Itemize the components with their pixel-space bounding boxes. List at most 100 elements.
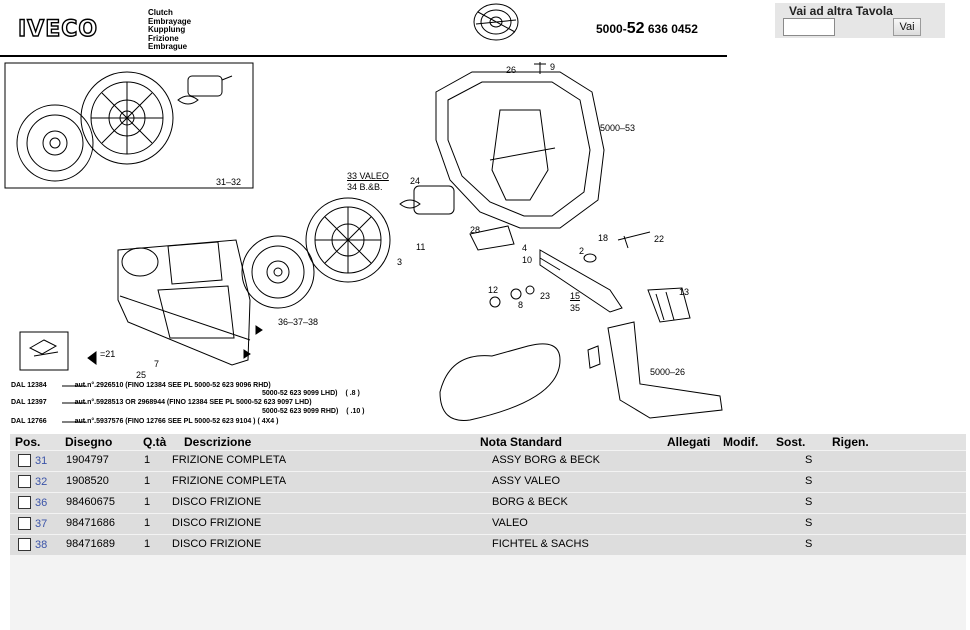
legend-icon xyxy=(28,339,59,357)
note-3-from: DAL 12766 xyxy=(11,418,47,425)
inset-pressure-plate-icon xyxy=(80,71,174,165)
cell-descrizione: FRIZIONE COMPLETA xyxy=(172,454,287,466)
cell-nota: BORG & BECK xyxy=(492,496,568,508)
cell-nota: VALEO xyxy=(492,517,528,529)
cell-descrizione: DISCO FRIZIONE xyxy=(172,517,262,529)
callout-36-37-38: 36–37–38 xyxy=(278,317,319,327)
callout-3: 3 xyxy=(397,257,403,267)
cell-pos-link[interactable]: 32 xyxy=(35,476,48,488)
callout-23: 23 xyxy=(540,291,551,301)
callout-15: 15 xyxy=(570,291,581,301)
note-1-sub: 5000-52 623 9099 LHD) ( .8 ) xyxy=(262,390,360,398)
code-suffix: 636 0452 xyxy=(647,22,698,36)
triangle-marker-icon xyxy=(87,351,97,365)
iveco-logo: IVECO xyxy=(17,16,99,42)
cell-disegno: 98471686 xyxy=(66,517,115,529)
row-select-checkbox[interactable] xyxy=(18,538,31,551)
parts-table: Pos. Disegno Q.tà Descrizione Nota Stand… xyxy=(10,434,966,630)
callout-13: 13 xyxy=(679,287,690,297)
note-2-sub: 5000-52 623 9099 RHD) ( .10 ) xyxy=(262,408,365,416)
inset-clutch-disc-icon xyxy=(16,104,94,182)
goto-table-title: Vai ad altra Tavola xyxy=(789,4,893,18)
cell-nota: ASSY VALEO xyxy=(492,475,561,487)
callout-22: 22 xyxy=(654,234,665,244)
col-sost: Sost. xyxy=(776,435,806,449)
lang-en: Clutch xyxy=(148,8,173,17)
part-23-icon xyxy=(525,285,535,295)
callout-4: 4 xyxy=(522,243,528,253)
note-1-from: DAL 12384 xyxy=(11,382,47,389)
callout-35: 35 xyxy=(570,303,581,313)
callout-8: 8 xyxy=(518,300,524,310)
cell-sost: S xyxy=(805,475,813,487)
callout-21: =21 xyxy=(100,349,116,359)
cell-pos-link[interactable]: 31 xyxy=(35,455,48,467)
callout-34: 34 B.&B. xyxy=(347,182,383,192)
cell-qta: 1 xyxy=(144,538,151,550)
row-select-checkbox[interactable] xyxy=(18,475,31,488)
cell-disegno: 98471689 xyxy=(66,538,115,550)
rod-22-icon xyxy=(617,231,651,249)
callout-24: 24 xyxy=(410,176,421,186)
note-2-from: DAL 12397 xyxy=(11,399,47,406)
cell-disegno: 1908520 xyxy=(66,475,109,487)
table-row: 38 98471689 1 DISCO FRIZIONE FICHTEL & SACHS… xyxy=(10,535,966,555)
cell-pos-link[interactable]: 36 xyxy=(35,497,48,509)
cover-plate-icon xyxy=(117,239,251,366)
col-rigen: Rigen. xyxy=(832,435,869,449)
callout-9: 9 xyxy=(550,62,556,72)
section-languages: Clutch Embrayage Kupplung Frizione Embra… xyxy=(148,8,192,52)
callout-31-32: 31–32 xyxy=(216,177,242,187)
callout-10: 10 xyxy=(522,255,533,265)
callout-26: 26 xyxy=(506,65,517,75)
note-2-ref: ( .10 ) xyxy=(346,408,365,415)
release-bearing-icon xyxy=(399,185,455,215)
legend-box xyxy=(19,331,69,371)
callout-11: 11 xyxy=(416,242,426,252)
bellhousing-icon xyxy=(435,62,605,229)
table-code: 5000-52 636 0452 xyxy=(596,20,698,38)
cell-sost: S xyxy=(805,496,813,508)
lang-it: Frizione xyxy=(148,33,179,43)
clutch-cable-icon xyxy=(439,343,561,421)
exploded-parts-drawing: IVECO Clutch Embrayage Kupplung Frizione… xyxy=(0,3,727,425)
cell-descrizione: DISCO FRIZIONE xyxy=(172,538,262,550)
lang-de: Kupplung xyxy=(148,25,186,34)
table-number-input[interactable] xyxy=(783,18,835,36)
cell-sost: S xyxy=(805,517,813,529)
col-nota-standard: Nota Standard xyxy=(480,435,563,449)
cell-nota: FICHTEL & SACHS xyxy=(492,538,589,550)
col-modif: Modif. xyxy=(723,435,759,449)
note-1-sub-text: 5000-52 623 9099 LHD) xyxy=(262,390,338,397)
row-select-checkbox[interactable] xyxy=(18,496,31,509)
callout-18: 18 xyxy=(598,233,609,243)
note-2-text: aut.n°.5928513 OR 2968944 (FINO 12384 SE… xyxy=(74,399,312,406)
note-2: DAL 12397 aut.n°.5928513 OR 2968944 (FIN… xyxy=(11,399,312,407)
part-12-icon xyxy=(489,296,501,308)
lang-fr: Embrayage xyxy=(148,16,192,26)
cable-end-icon xyxy=(587,345,601,369)
callout-28: 28 xyxy=(470,225,481,235)
drawing-lines xyxy=(4,3,723,423)
cell-disegno: 98460675 xyxy=(66,496,115,508)
callout-5000-26: 5000–26 xyxy=(650,367,686,377)
cell-sost: S xyxy=(805,454,813,466)
row-select-checkbox[interactable] xyxy=(18,517,31,530)
col-allegati: Allegati xyxy=(667,435,711,449)
col-pos: Pos. xyxy=(15,435,41,449)
callout-33: 33 VALEO xyxy=(347,171,389,181)
release-fork-icon xyxy=(539,249,623,313)
cell-pos-link[interactable]: 37 xyxy=(35,518,48,530)
inset-bearing-icon xyxy=(177,75,233,105)
part-8-icon xyxy=(510,288,522,300)
cell-sost: S xyxy=(805,538,813,550)
row-select-checkbox[interactable] xyxy=(18,454,31,467)
go-button[interactable]: Vai xyxy=(893,18,921,36)
cell-qta: 1 xyxy=(144,454,151,466)
col-descrizione: Descrizione xyxy=(184,435,252,449)
cell-pos-link[interactable]: 38 xyxy=(35,539,48,551)
